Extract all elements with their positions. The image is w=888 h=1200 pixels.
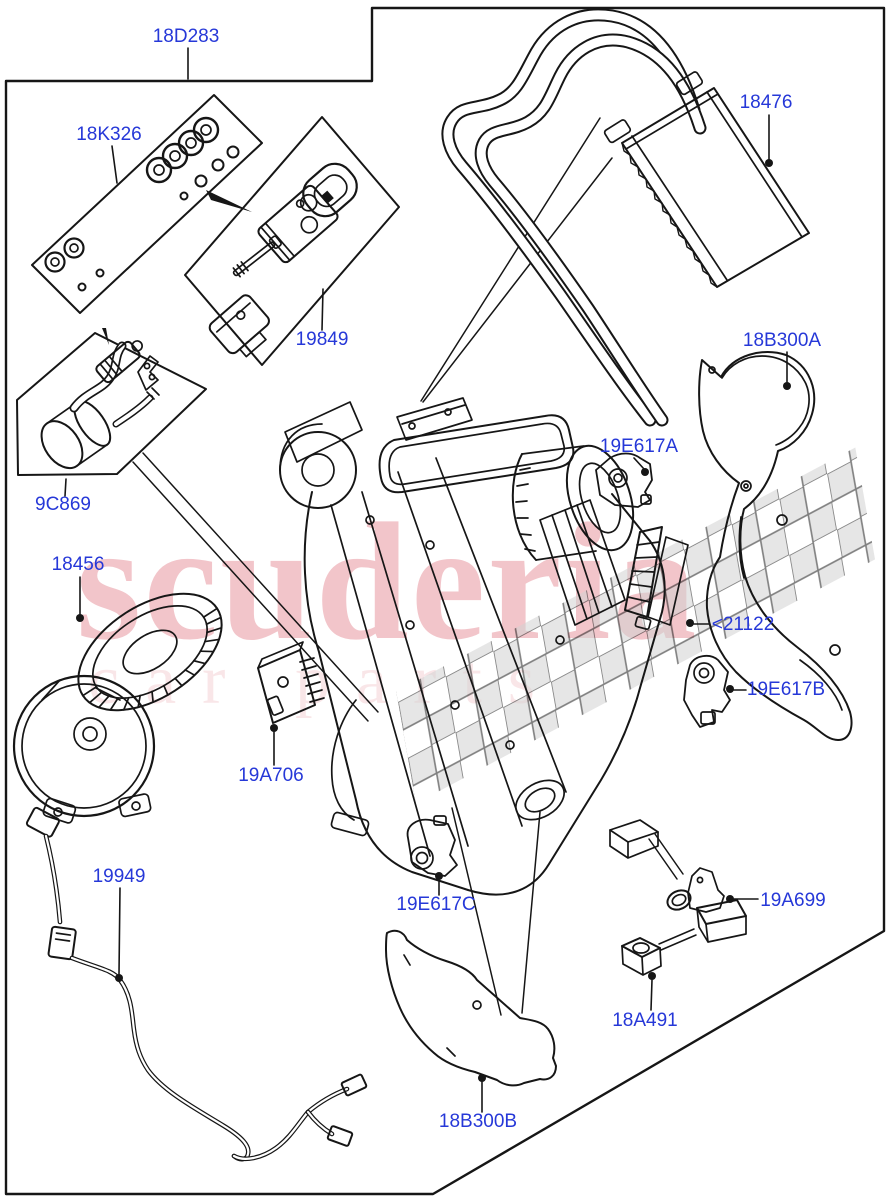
part-label-19949[interactable]: 19949	[92, 866, 146, 887]
part-label-18A491[interactable]: 18A491	[612, 1010, 678, 1031]
part-label-19A706[interactable]: 19A706	[238, 765, 304, 786]
filter-element-drawing	[624, 526, 689, 631]
part-label-19E617C[interactable]: 19E617C	[396, 894, 476, 915]
side-cover-a-drawing	[698, 351, 853, 741]
leader-lines	[64, 47, 791, 1113]
hvac-unit-drawing	[279, 397, 666, 896]
part-label-18B300B[interactable]: 18B300B	[438, 1111, 518, 1132]
blower-motor-drawing	[12, 592, 223, 824]
pointer-lines	[102, 117, 697, 1016]
wiring-harness-drawing	[25, 806, 368, 1162]
seal-kit-panel-drawing	[31, 94, 263, 314]
part-label-19E617B[interactable]: 19E617B	[746, 679, 826, 700]
actuator-a-drawing	[595, 452, 653, 508]
part-label-19849[interactable]: 19849	[295, 329, 349, 350]
actuator-b-drawing	[683, 654, 731, 728]
actuator-c-drawing	[406, 815, 458, 877]
grommet-block-drawing	[621, 937, 662, 976]
part-label-18K326[interactable]: 18K326	[76, 124, 142, 145]
part-label-9C869[interactable]: 9C869	[35, 494, 91, 515]
blower-resistor-drawing	[257, 641, 325, 724]
part-label-18D283[interactable]: 18D283	[152, 26, 220, 47]
valve-kit-panel-drawing	[184, 116, 400, 366]
part-label-18456[interactable]: 18456	[51, 554, 105, 575]
part-label-21122[interactable]: <21122	[711, 614, 775, 635]
diagram-border	[4, 6, 886, 1196]
heater-core-drawing	[441, 8, 810, 427]
pipe-kit-panel-drawing	[16, 332, 207, 476]
part-label-19A699[interactable]: 19A699	[760, 890, 826, 911]
part-label-19E617A[interactable]: 19E617A	[599, 436, 679, 457]
mounting-bracket-drawing	[666, 867, 747, 943]
part-label-18B300A[interactable]: 18B300A	[742, 330, 822, 351]
bottom-cover-drawing	[385, 929, 557, 1087]
part-label-18476[interactable]: 18476	[739, 92, 793, 113]
